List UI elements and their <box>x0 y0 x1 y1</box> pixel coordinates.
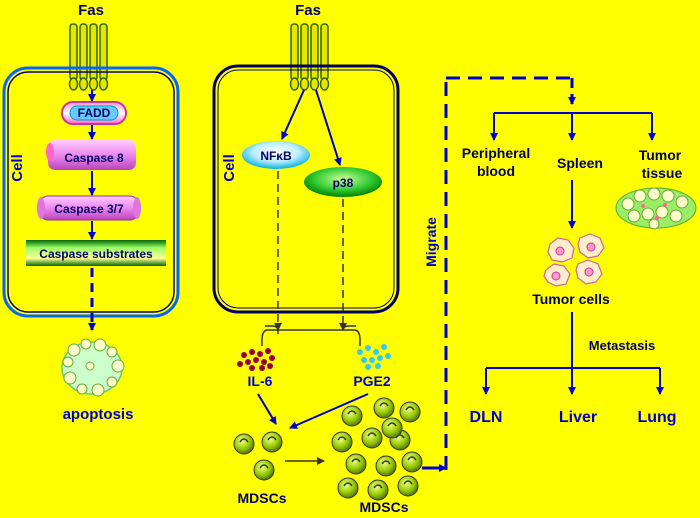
distribution-tree <box>490 112 656 141</box>
fadd-label: FADD <box>78 106 111 120</box>
spleen-label: Spleen <box>557 155 603 171</box>
mdsc-nucleus <box>347 410 357 415</box>
middle-fas-label: Fas <box>295 2 321 19</box>
caspase37-node: Caspase 3/7 <box>37 195 141 221</box>
mdsc-nucleus <box>403 480 413 485</box>
caspase-substrates-node: Caspase substrates <box>26 240 166 266</box>
pge2-label: PGE2 <box>353 373 391 389</box>
migrate-path <box>422 76 576 472</box>
tumor-tissue-label-1: Tumor <box>639 147 682 163</box>
mdsc-large-cluster-icon <box>331 397 423 501</box>
peripheral-blood-label-2: blood <box>477 163 515 179</box>
pge2-molecules-icon <box>357 344 391 370</box>
mdsc-nucleus <box>381 460 391 465</box>
p38-node: p38 <box>304 167 382 197</box>
caspase37-label: Caspase 3/7 <box>54 202 124 216</box>
metastasis-tree <box>482 367 664 395</box>
mdsc-cell <box>367 479 389 501</box>
mdsc-cell <box>361 427 383 449</box>
lung-label: Lung <box>637 409 676 426</box>
nfkb-node: NFκB <box>242 141 310 169</box>
left-fas-receptor-icon <box>68 23 109 91</box>
mdsc-small-cluster-icon <box>233 431 283 481</box>
left-cell-label: Cell <box>9 154 26 182</box>
mdsc-cell <box>397 475 419 497</box>
mdsc-nucleus <box>337 436 347 441</box>
p38-label: p38 <box>333 176 354 190</box>
tumor-tissue-label-2: tissue <box>642 165 683 181</box>
mdsc-cell <box>373 397 395 419</box>
il6-molecules-icon <box>237 348 275 371</box>
middle-cell-label: Cell <box>221 154 238 182</box>
mdsc-small-label: MDSCs <box>237 490 286 506</box>
middle-arrows <box>261 89 361 346</box>
mdsc-cell <box>375 455 397 477</box>
pge2-to-mdsc-arrow <box>289 393 369 429</box>
dln-label: DLN <box>470 409 503 426</box>
mdsc-cell <box>337 477 359 499</box>
mdsc-cell <box>345 453 367 475</box>
metastasis-label: Metastasis <box>589 338 655 353</box>
mdsc-cell <box>381 417 403 439</box>
middle-cell-membrane <box>212 64 400 314</box>
caspase8-node: Caspase 8 <box>46 140 136 170</box>
tumor-cells-icon <box>543 233 605 287</box>
caspase8-label: Caspase 8 <box>64 151 124 165</box>
mdsc-nucleus <box>367 432 377 437</box>
nfkb-label: NFκB <box>260 149 292 163</box>
mdsc-cell <box>401 451 423 473</box>
mdsc-cell <box>341 405 363 427</box>
peripheral-blood-label-1: Peripheral <box>462 145 530 161</box>
il6-label: IL-6 <box>248 373 273 389</box>
mdsc-cell <box>399 401 421 423</box>
fadd-node: FADD <box>61 101 127 125</box>
tumor-tissue-icon <box>615 187 697 230</box>
liver-label: Liver <box>559 409 597 426</box>
apoptosis-label: apoptosis <box>63 406 134 423</box>
tumor-cells-label: Tumor cells <box>532 291 610 307</box>
caspase-substrates-label: Caspase substrates <box>39 247 153 261</box>
mdsc-nucleus <box>387 422 397 427</box>
il6-to-mdsc-arrow <box>257 393 277 425</box>
mdsc-nucleus <box>407 456 417 461</box>
apoptotic-cell-icon <box>61 338 125 397</box>
migrate-label: Migrate <box>423 217 439 267</box>
mdsc-nucleus <box>351 458 361 463</box>
left-fas-label: Fas <box>78 2 104 19</box>
mdsc-nucleus <box>343 482 353 487</box>
mdsc-nucleus <box>405 406 415 411</box>
mdsc-cell <box>331 431 353 453</box>
mdsc-large-label: MDSCs <box>359 499 408 515</box>
mdsc-nucleus <box>373 484 383 489</box>
mdsc-nucleus <box>379 402 389 407</box>
middle-fas-receptor-icon <box>289 23 330 91</box>
